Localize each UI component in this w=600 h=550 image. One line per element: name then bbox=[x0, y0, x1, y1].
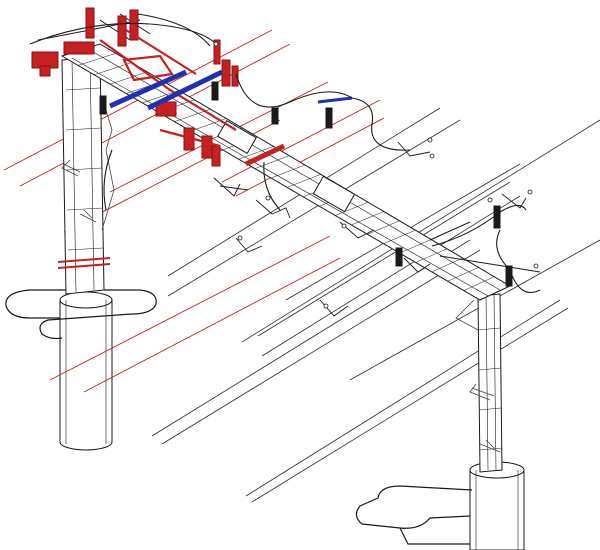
girder-rung bbox=[287, 174, 321, 188]
girder-rung bbox=[415, 248, 448, 263]
girder-rung bbox=[238, 146, 274, 160]
girder-rung bbox=[447, 267, 479, 282]
gantry-girder bbox=[60, 43, 512, 301]
girder-rung bbox=[383, 229, 416, 244]
wire-terminations bbox=[213, 41, 539, 309]
left-earthing-loop bbox=[5, 289, 157, 340]
girder-rung bbox=[78, 53, 116, 66]
right-foundation bbox=[469, 461, 525, 550]
right-mast bbox=[477, 293, 503, 473]
left-mast-fittings bbox=[61, 109, 115, 231]
right-earthing-loop bbox=[355, 485, 473, 545]
upper-cross-beams bbox=[37, 13, 541, 273]
right-mast-fittings bbox=[455, 299, 501, 453]
girder-rung bbox=[335, 201, 369, 216]
girder-rung bbox=[463, 276, 495, 291]
girder-rung bbox=[351, 211, 384, 226]
left-mast-base-plate bbox=[57, 257, 111, 269]
contact-wires bbox=[151, 107, 600, 503]
blue-beams bbox=[108, 69, 353, 111]
girder-rung bbox=[367, 220, 400, 235]
girder-rung bbox=[431, 257, 463, 273]
girder-rung bbox=[254, 155, 290, 169]
red-gantry-frames bbox=[99, 29, 286, 167]
insulators bbox=[99, 81, 513, 287]
girder-rung bbox=[110, 71, 148, 85]
girder-rung bbox=[399, 239, 432, 254]
girder-rung bbox=[270, 164, 306, 179]
